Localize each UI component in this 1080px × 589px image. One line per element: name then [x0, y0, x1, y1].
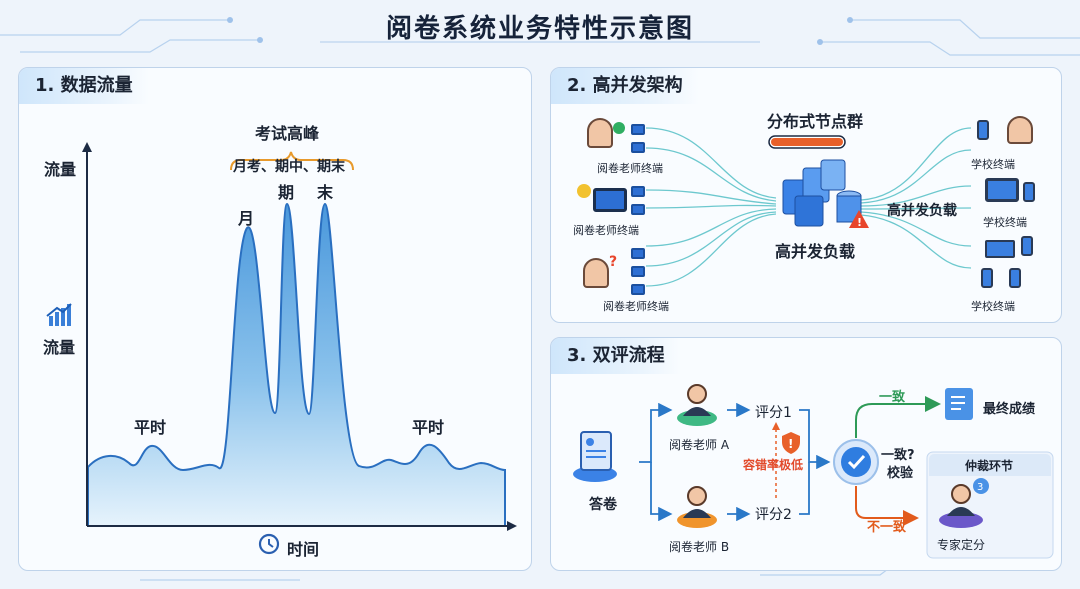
panel-heading: 1. 数据流量: [19, 68, 149, 104]
inconsistent-label: 不一致: [867, 520, 907, 535]
teacher-a-icon: [677, 384, 717, 426]
monitor-icon: [631, 284, 645, 295]
x-axis-label: 时间: [287, 540, 320, 559]
shield-warning-icon: !: [782, 432, 800, 454]
scroll-document-icon: [945, 388, 973, 420]
answer-sheet-label: 答卷: [589, 497, 617, 513]
monitor-icon: [631, 186, 645, 197]
peak-brace: [230, 151, 354, 171]
peak-group-sub: 月考、期中、期末: [233, 159, 345, 175]
teacher-b-label: 阅卷老师 B: [669, 540, 730, 554]
peak-label-end: 末: [317, 183, 334, 202]
score2-label: 评分2: [755, 507, 792, 523]
svg-text:!: !: [857, 216, 862, 229]
laptop-icon: [985, 240, 1015, 258]
monitor-icon: [631, 142, 645, 153]
arbitration-header: [929, 454, 1051, 476]
left-terminal-label: 阅卷老师终端: [573, 224, 639, 237]
normal-label-right: 平时: [412, 418, 445, 437]
monitor-icon: [631, 204, 645, 215]
phone-icon: [1021, 236, 1033, 256]
traffic-area: [87, 202, 506, 527]
expert-icon: [939, 478, 989, 528]
desktop-icon: [985, 178, 1019, 202]
expert-badge: 3: [977, 482, 984, 493]
svg-text:!: !: [788, 437, 793, 451]
monitor-icon: [631, 266, 645, 277]
monitor-icon: [631, 124, 645, 135]
teacher-avatar-icon: [587, 118, 613, 148]
panel-heading: 2. 高并发架构: [551, 68, 699, 104]
check-label-1: 一致?: [881, 448, 915, 463]
center-label: 高并发负载: [775, 242, 856, 261]
phone-icon: [977, 120, 989, 140]
concurrency-diagram: !: [645, 127, 972, 287]
answer-sheet-icon: [573, 431, 617, 482]
confused-teacher-icon: [583, 258, 609, 288]
panel-heading: 3. 双评流程: [551, 338, 681, 374]
cluster-label: 分布式节点群: [767, 112, 864, 131]
left-terminal-label: 阅卷老师终端: [597, 162, 663, 175]
consistent-label: 一致: [879, 390, 906, 405]
panel-data-traffic: 1. 数据流量 流量 流量 时间 考试高峰 月考、期中、期末 月 期 末 平时 …: [18, 67, 532, 571]
normal-label-left: 平时: [134, 418, 167, 437]
peak-label-month: 月: [238, 209, 255, 228]
score1-label: 评分1: [755, 405, 792, 421]
right-terminal-label: 学校终端: [971, 300, 1015, 313]
left-terminal-label: 阅卷老师终端: [603, 300, 669, 313]
teacher-a-label: 阅卷老师 A: [669, 438, 730, 452]
chart-up-icon: [46, 303, 72, 326]
phone-icon: [1009, 268, 1021, 288]
thinking-face-icon: [577, 184, 591, 198]
panel-high-concurrency: 2. 高并发架构 ! 分布式节点群 高并发负载 高并发负载 阅卷老师终端: [550, 67, 1062, 323]
right-terminal-label: 学校终端: [971, 158, 1015, 171]
check-icon: [613, 122, 625, 134]
tolerance-label: 容错率极低: [743, 458, 804, 472]
phone-icon: [981, 268, 993, 288]
expert-label: 专家定分: [937, 538, 986, 552]
final-score-label: 最终成绩: [983, 402, 1036, 417]
arbitration-title: 仲裁环节: [965, 459, 1014, 473]
check-label-2: 校验: [887, 466, 914, 481]
phone-icon: [1023, 182, 1035, 202]
y-axis-label-2: 流量: [43, 338, 76, 357]
teacher-b-icon: [677, 486, 717, 528]
peak-label-mid: 期: [278, 183, 295, 202]
checkmark-verify-icon: [833, 439, 879, 485]
review-flow-diagram: !: [573, 384, 1054, 559]
panel-double-review: 3. 双评流程: [550, 337, 1062, 571]
peak-group-label: 考试高峰: [255, 124, 320, 143]
student-avatar-icon: [1007, 116, 1033, 144]
desktop-monitor-icon: [593, 188, 627, 212]
y-axis-label: 流量: [44, 160, 77, 179]
clock-icon: [258, 533, 280, 555]
right-load-label: 高并发负载: [887, 203, 957, 219]
monitor-icon: [631, 248, 645, 259]
page-title: 阅卷系统业务特性示意图: [385, 14, 694, 44]
question-mark-icon: ?: [609, 254, 618, 270]
traffic-chart: [46, 142, 517, 555]
server-cluster-icon: !: [782, 159, 869, 229]
right-terminal-label: 学校终端: [983, 216, 1027, 229]
